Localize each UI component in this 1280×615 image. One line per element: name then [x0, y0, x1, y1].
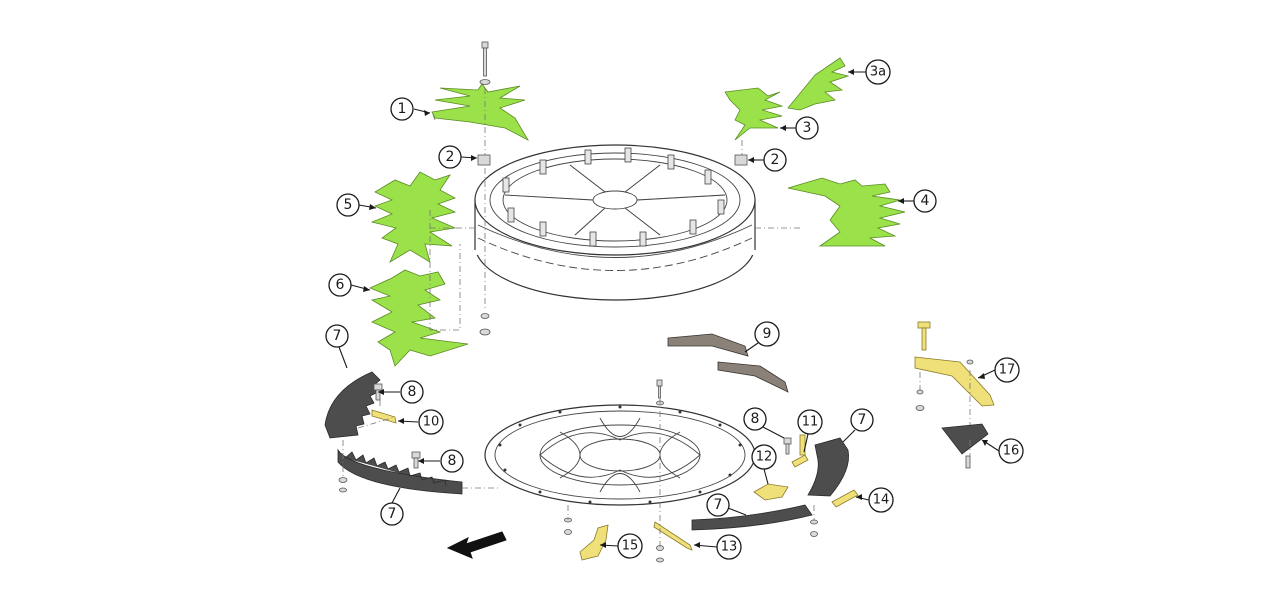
svg-text:8: 8: [448, 453, 457, 469]
callout-3: 3: [780, 116, 819, 140]
svg-text:16: 16: [1003, 444, 1020, 459]
callout-1: 1: [390, 97, 431, 121]
svg-text:2: 2: [771, 152, 780, 168]
knife-9: [667, 333, 789, 393]
svg-text:7: 7: [858, 412, 867, 428]
svg-text:7: 7: [333, 328, 342, 344]
callout-2-left: 2: [438, 145, 478, 169]
svg-text:13: 13: [721, 540, 738, 555]
callout-11: 11: [797, 409, 823, 453]
callout-6: 6: [328, 273, 371, 297]
callout-2-right: 2: [748, 148, 787, 172]
part-17: [914, 321, 995, 407]
callout-7-bottom: 7: [706, 493, 747, 517]
tine-6: [368, 269, 469, 367]
part-16: [941, 423, 989, 469]
svg-text:7: 7: [714, 497, 723, 513]
part-12: [753, 483, 789, 501]
svg-text:5: 5: [344, 197, 353, 213]
lower-disc: [484, 404, 756, 506]
callout-8-right: 8: [743, 407, 785, 439]
part-14: [831, 489, 859, 508]
callout-8-lower: 8: [418, 449, 464, 473]
rotor-drum: [474, 144, 756, 301]
svg-text:8: 8: [408, 384, 417, 400]
svg-text:11: 11: [802, 415, 819, 430]
tine-1: [431, 83, 530, 142]
svg-text:14: 14: [873, 493, 890, 508]
svg-text:12: 12: [756, 450, 773, 465]
bolt-top: [479, 41, 491, 85]
spacer-2-left: [477, 154, 491, 166]
callout-12: 12: [751, 444, 777, 485]
skid-7-right: [807, 437, 849, 497]
callout-14: 14: [855, 487, 894, 513]
skid-7-bottom: [691, 504, 813, 531]
direction-arrow-icon: [446, 531, 507, 559]
svg-text:3: 3: [803, 120, 812, 136]
tine-3: [724, 87, 784, 141]
svg-text:3a: 3a: [870, 65, 886, 80]
tine-4: [787, 177, 906, 247]
svg-text:9: 9: [763, 326, 772, 342]
callout-7-upper-left: 7: [325, 324, 349, 369]
part-15: [579, 524, 609, 561]
svg-text:4: 4: [921, 193, 930, 209]
svg-text:10: 10: [423, 415, 440, 430]
callout-10: 10: [397, 409, 444, 435]
spacer-2-right: [734, 154, 748, 166]
part-10: [371, 409, 397, 424]
part-11: [791, 434, 809, 468]
svg-text:1: 1: [398, 101, 407, 117]
callout-7-right: 7: [842, 408, 874, 443]
callout-16: 16: [981, 438, 1024, 464]
svg-text:15: 15: [622, 539, 639, 554]
callout-8-upper: 8: [378, 380, 424, 404]
svg-text:7: 7: [388, 506, 397, 522]
svg-text:2: 2: [446, 149, 455, 165]
callout-9: 9: [744, 321, 780, 353]
skid-7-left-upper: [324, 371, 381, 439]
callout-13: 13: [693, 534, 742, 560]
callout-17: 17: [977, 357, 1020, 383]
skid-7-left-lower: [337, 448, 463, 495]
tine-5: [370, 171, 457, 263]
part-13: [653, 521, 693, 551]
tine-3a: [787, 57, 850, 111]
svg-text:17: 17: [999, 363, 1016, 378]
callout-7-lower-left: 7: [380, 487, 404, 526]
callout-3a: 3a: [848, 59, 891, 85]
svg-text:8: 8: [751, 411, 760, 427]
nut-drum: [479, 313, 491, 336]
svg-text:6: 6: [336, 277, 345, 293]
